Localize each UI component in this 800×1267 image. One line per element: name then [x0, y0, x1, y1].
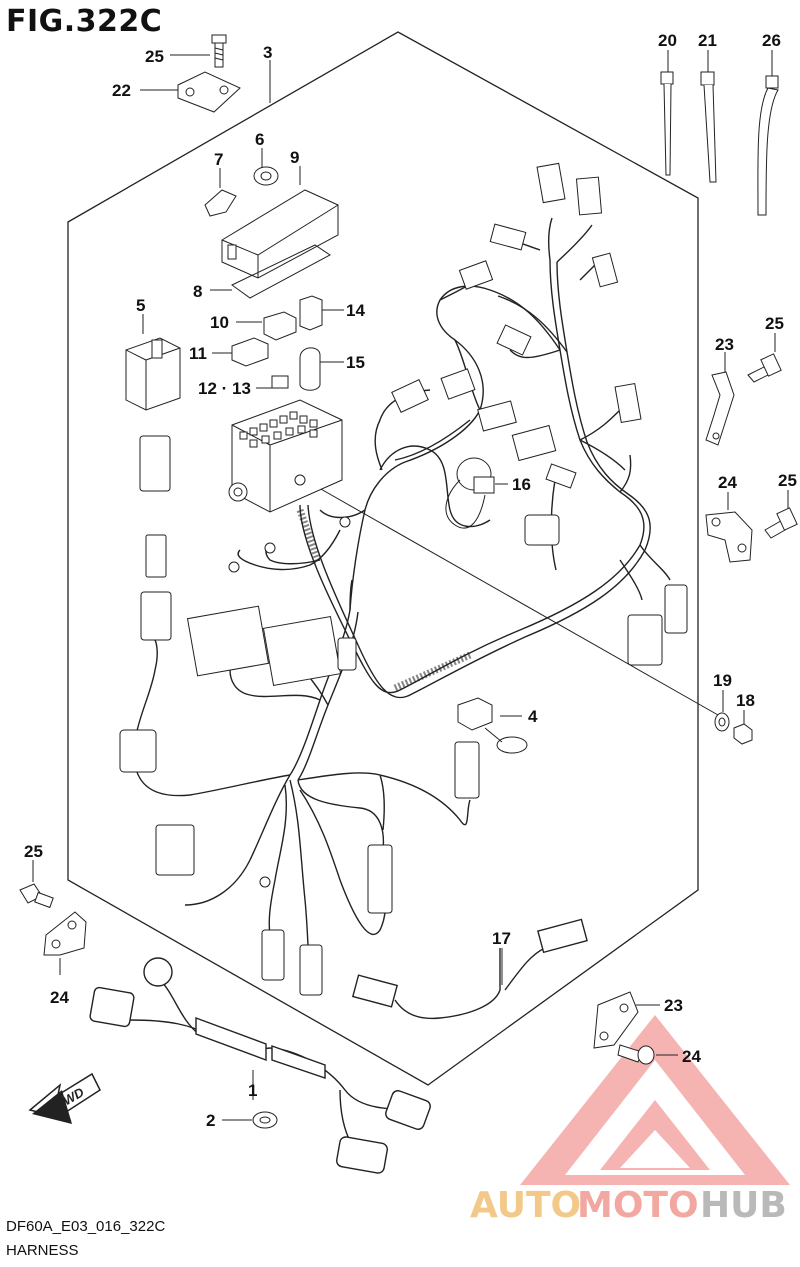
- callout-7: 7: [214, 150, 223, 169]
- sensor-16: [445, 457, 508, 529]
- callout-20: 20: [658, 31, 677, 50]
- relay-11: [212, 337, 269, 367]
- callout-14: 14: [346, 301, 365, 320]
- bracket-24-right: [705, 492, 753, 563]
- callout-25-right-lower: 25: [778, 471, 797, 490]
- callout-labels: 3 25 22 6 7 9 8 5 10 11 14 15 12 · 13 16…: [24, 31, 797, 1130]
- cable-tie-26: [757, 50, 779, 216]
- callout-23-upper: 23: [715, 335, 734, 354]
- connector-4: [457, 697, 528, 754]
- harness-connectors: [119, 162, 688, 996]
- grommet-6: [253, 148, 279, 186]
- harness-1: [89, 957, 431, 1174]
- watermark-moto: MOTO: [577, 1185, 699, 1226]
- callout-17: 17: [492, 929, 511, 948]
- nut-2: [222, 1111, 278, 1129]
- figure-title: FIG.322C: [6, 4, 163, 39]
- callout-23-lower: 23: [664, 996, 683, 1015]
- callout-24-left: 24: [50, 988, 69, 1007]
- automotohub-watermark: AUTO MOTO HUB: [470, 1185, 787, 1226]
- bracket-22: [140, 71, 241, 113]
- callout-25-left: 25: [24, 842, 43, 861]
- callout-3: 3: [263, 43, 272, 62]
- watermark-auto: AUTO: [470, 1185, 581, 1226]
- callout-4: 4: [528, 707, 538, 726]
- callout-15: 15: [346, 353, 365, 372]
- watermark-hub: HUB: [700, 1185, 787, 1226]
- callout-10: 10: [210, 313, 229, 332]
- callout-2: 2: [206, 1111, 215, 1130]
- leader-lines: [252, 948, 503, 1100]
- callout-1: 1: [248, 1081, 257, 1100]
- callout-25-top: 25: [145, 47, 164, 66]
- bolt-25-right-lower: [764, 490, 798, 539]
- bolt-24-lower: [617, 1044, 678, 1065]
- callout-18: 18: [736, 691, 755, 710]
- bracket-23-upper: [705, 352, 735, 446]
- callout-5: 5: [136, 296, 145, 315]
- callout-21: 21: [698, 31, 717, 50]
- corrugated-sleeves: [296, 508, 472, 692]
- callout-12-13: 12 · 13: [198, 379, 251, 398]
- callout-6: 6: [255, 130, 264, 149]
- bolt-25-top: [170, 34, 227, 68]
- bracket-24-left: [43, 911, 87, 975]
- washer-19: [714, 690, 730, 732]
- fuse-14: [299, 295, 344, 331]
- callout-19: 19: [713, 671, 732, 690]
- fuse-12-13: [256, 375, 289, 389]
- drawing-code: DF60A_E03_016_322C: [6, 1218, 166, 1235]
- cable-tie-20: [660, 50, 674, 176]
- callout-24-right: 24: [718, 473, 737, 492]
- callout-22: 22: [112, 81, 131, 100]
- nut-18: [733, 710, 753, 745]
- relay-5: [125, 314, 181, 411]
- gasket-8: [210, 244, 331, 299]
- harness-17: [351, 918, 588, 1020]
- cable-tie-21: [700, 50, 717, 183]
- callout-9: 9: [290, 148, 299, 167]
- callout-8: 8: [193, 282, 202, 301]
- bolt-25-left: [19, 860, 54, 909]
- fuse-box-cover-9: [221, 166, 339, 279]
- callout-16: 16: [512, 475, 531, 494]
- bracket-23-lower: [593, 991, 660, 1049]
- callout-25-right-upper: 25: [765, 314, 784, 333]
- clip-7: [204, 168, 237, 217]
- callout-24-lower: 24: [682, 1047, 701, 1066]
- cap-15: [299, 347, 344, 391]
- forward-arrow-icon: FWD: [28, 1072, 101, 1124]
- junction-box: [228, 399, 343, 513]
- figure-name: HARNESS: [6, 1242, 79, 1259]
- bolt-25-right-upper: [747, 333, 782, 383]
- callout-11: 11: [189, 344, 207, 363]
- callout-26: 26: [762, 31, 781, 50]
- assembly-frame: [67, 31, 699, 1086]
- relay-10: [236, 311, 297, 341]
- automotohub-logo: [520, 1015, 790, 1185]
